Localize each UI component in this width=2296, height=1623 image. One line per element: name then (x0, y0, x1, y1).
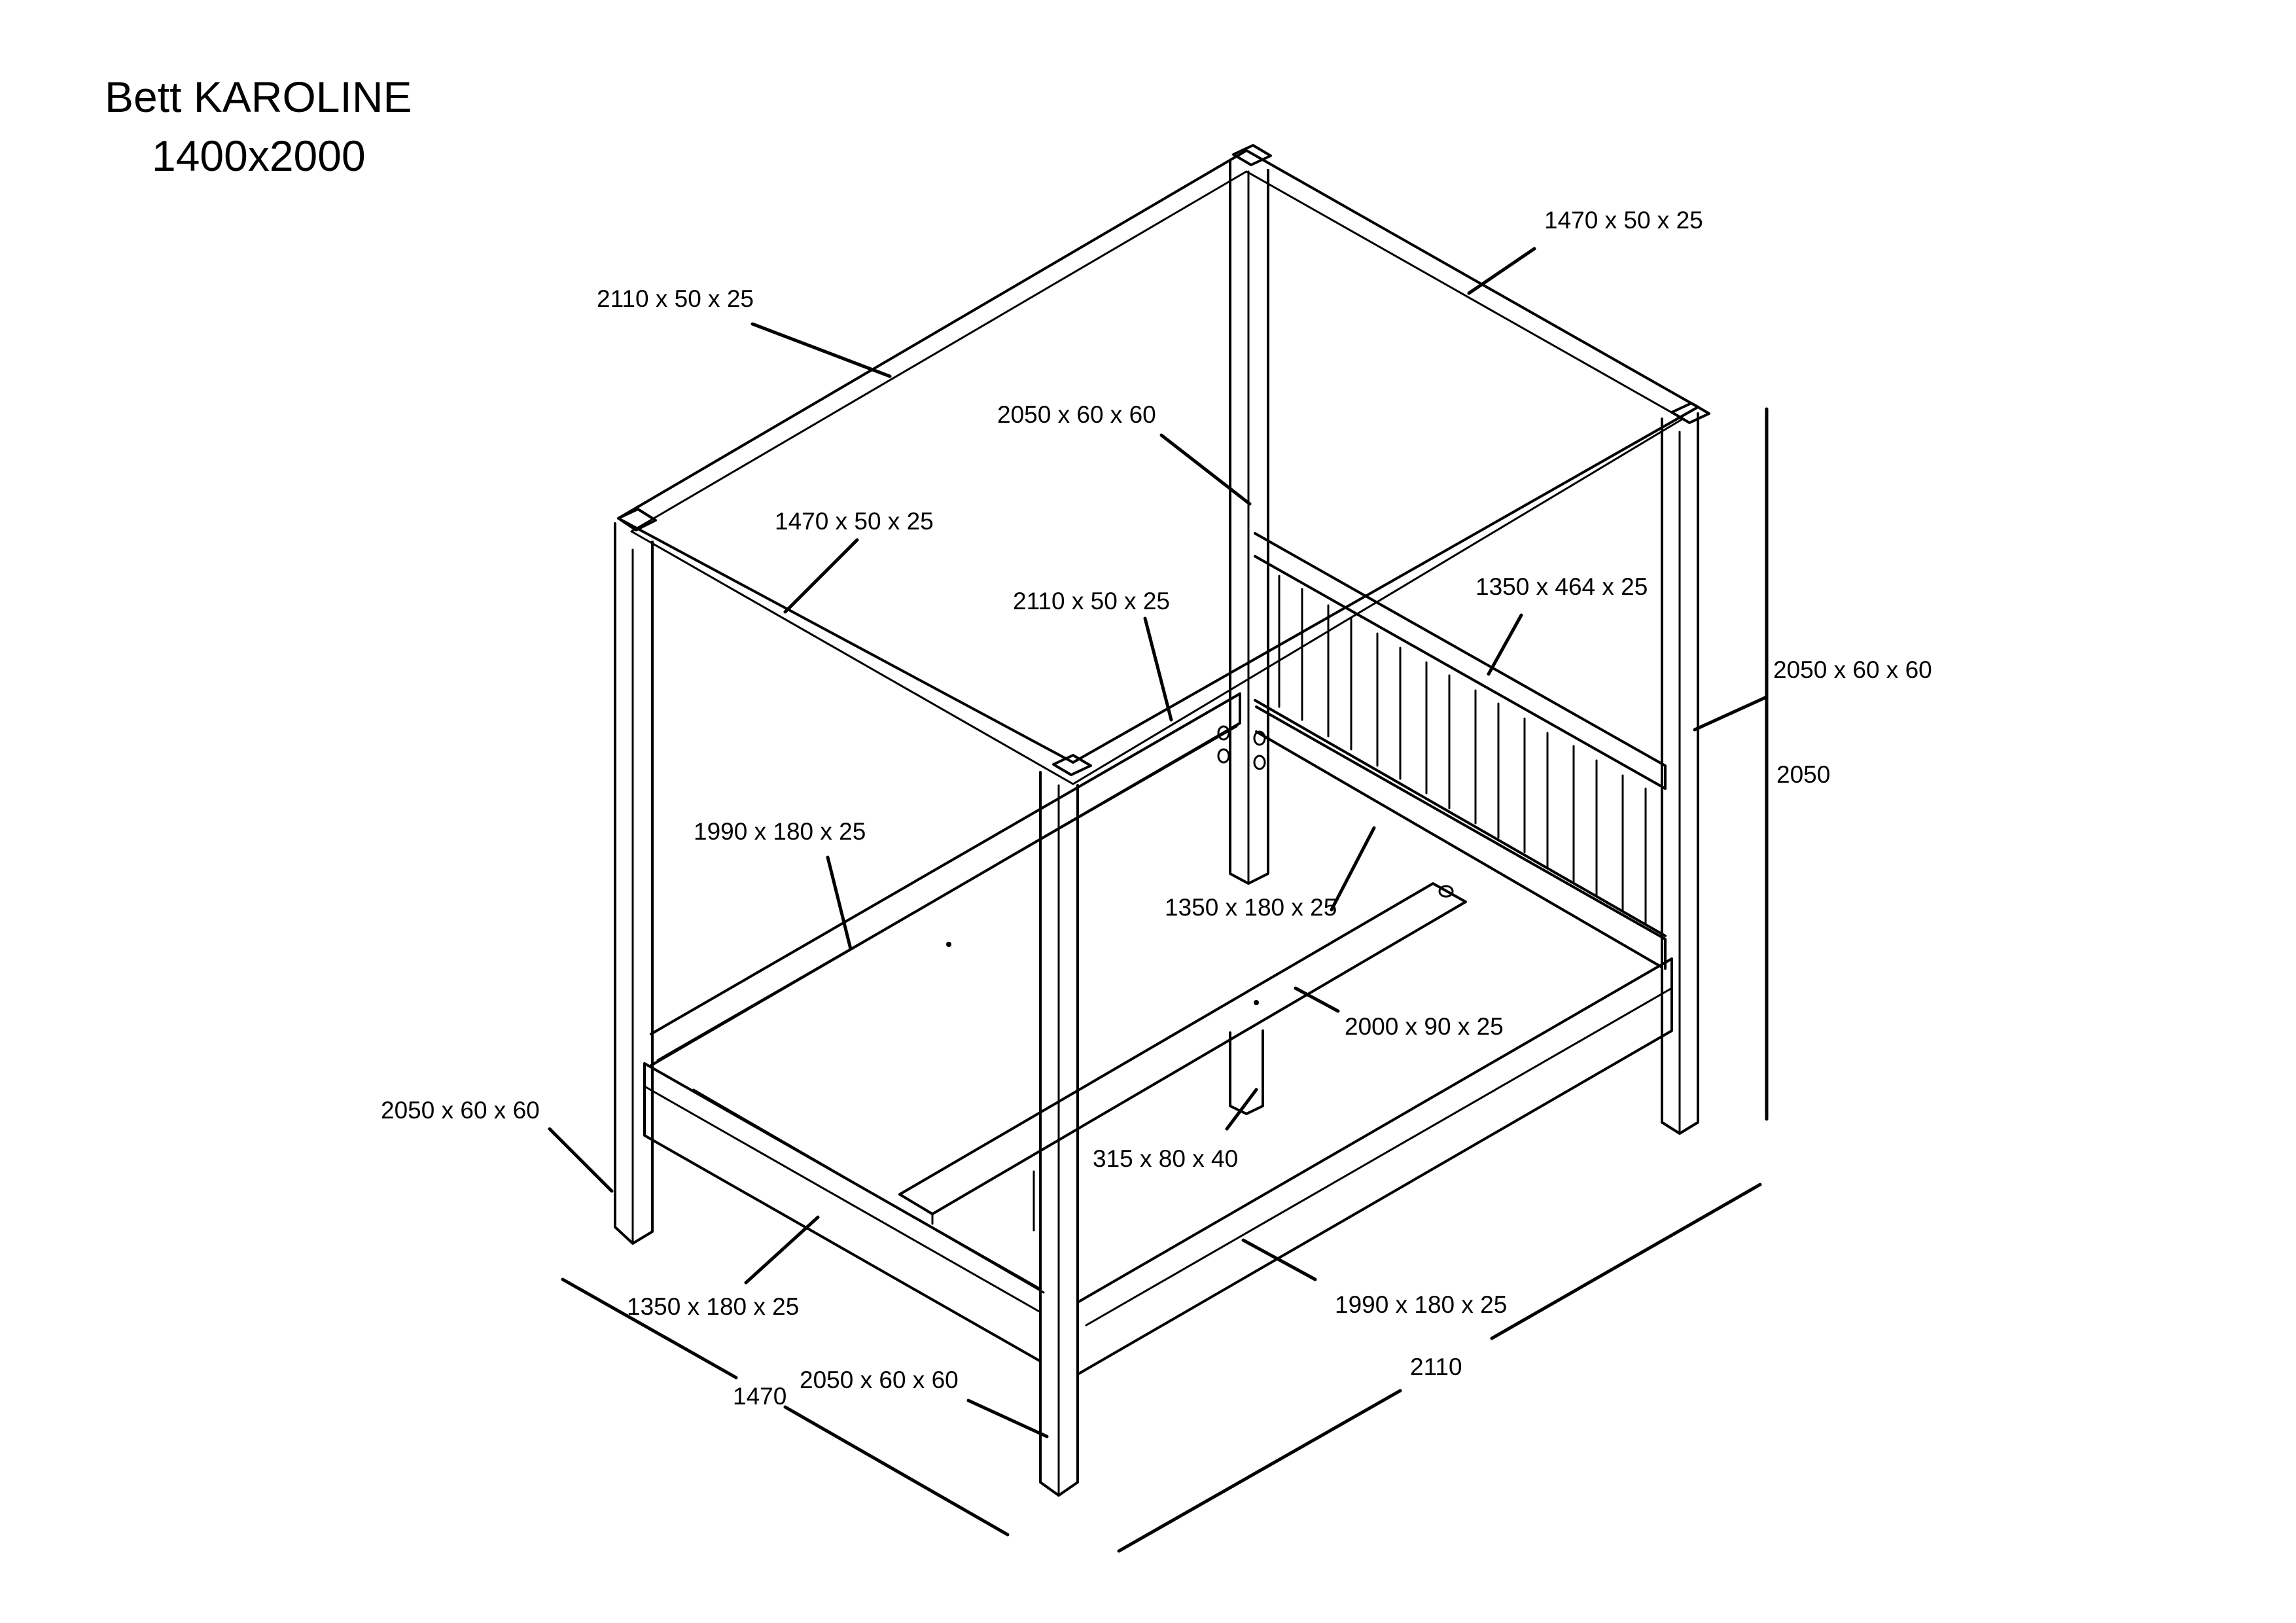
label-back-post-inner: 2050 x 60 x 60 (997, 401, 1156, 428)
label-front-right-post: 2050 x 60 x 60 (800, 1366, 959, 1393)
label-top-front-rail: 1470 x 50 x 25 (775, 508, 934, 535)
label-front-left-post: 2050 x 60 x 60 (381, 1097, 540, 1124)
label-foot-rail: 1350 x 180 x 25 (627, 1293, 800, 1320)
diagram-title: Bett KAROLINE (105, 73, 412, 121)
headboard (1254, 532, 1667, 937)
leader-lines (548, 247, 1769, 1438)
label-overall-width: 1470 (733, 1383, 787, 1410)
label-top-back-rail: 1470 x 50 x 25 (1544, 207, 1703, 234)
label-right-side-rail: 1990 x 180 x 25 (1335, 1291, 1508, 1318)
label-left-side-rail: 1990 x 180 x 25 (694, 818, 866, 845)
label-overall-length: 2110 (1410, 1353, 1462, 1380)
diagram-subtitle: 1400x2000 (152, 132, 366, 180)
label-top-right-rail: 2110 x 50 x 25 (1013, 588, 1170, 615)
label-overall-height: 2050 (1776, 761, 1831, 788)
bolt-holes (946, 725, 1454, 1005)
label-head-rail: 1350 x 180 x 25 (1165, 894, 1337, 921)
center-beam (898, 882, 1467, 1232)
label-back-right-post: 2050 x 60 x 60 (1773, 656, 1932, 683)
dimension-lines (561, 407, 1769, 1553)
label-center-leg: 315 x 80 x 40 (1093, 1145, 1239, 1172)
label-top-left-rail: 2110 x 50 x 25 (597, 285, 754, 312)
bed-rails (643, 692, 1673, 1376)
canopy-frame (617, 144, 1710, 785)
label-center-beam: 2000 x 90 x 25 (1345, 1013, 1504, 1040)
label-headboard: 1350 x 464 x 25 (1475, 573, 1648, 600)
posts (614, 159, 1699, 1497)
